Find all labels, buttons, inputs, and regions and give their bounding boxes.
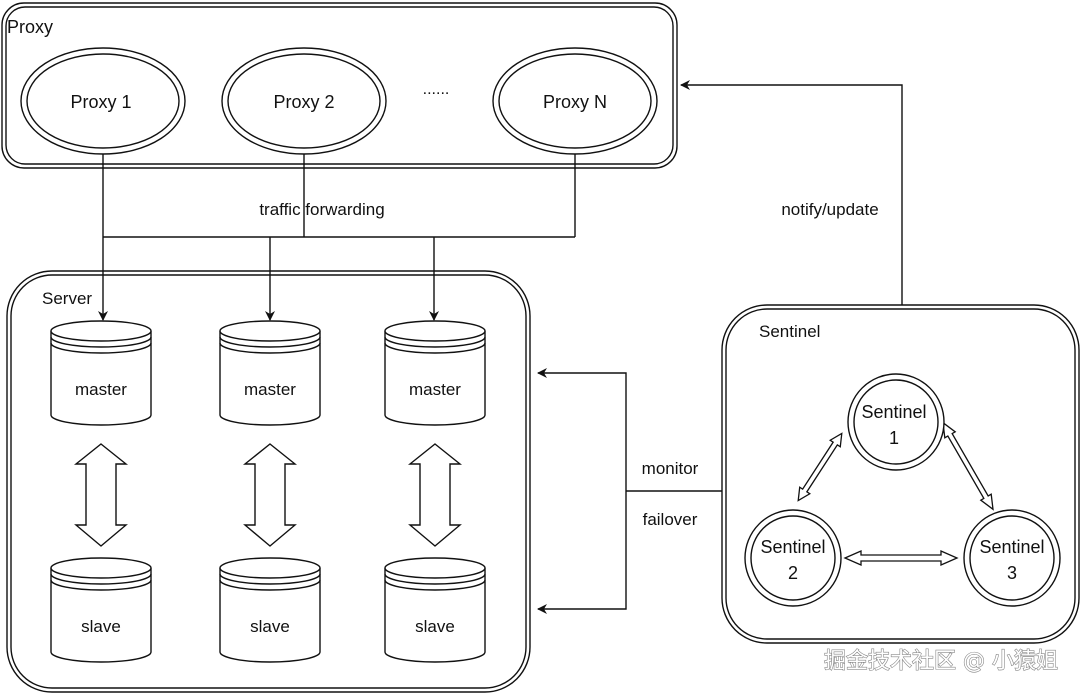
proxy-group[interactable]: Proxy (1, 2, 678, 169)
master-db-label: master (244, 380, 296, 399)
sentinel-node-number: 1 (889, 428, 899, 448)
sentinel-node-label: Sentinel (861, 402, 926, 422)
monitor-failover-connector (537, 368, 722, 614)
proxy-node-n[interactable]: Proxy N (492, 47, 658, 155)
watermark-text: 掘金技术社区 @ 小猿姐 (824, 649, 1058, 674)
notify-update-connector (680, 80, 903, 305)
slave-db-1[interactable]: slave (50, 557, 152, 663)
sentinel-link-2-3 (843, 550, 959, 566)
master-db-1[interactable]: master (50, 320, 152, 426)
slave-db-3[interactable]: slave (384, 557, 486, 663)
sentinel-node-3[interactable]: Sentinel 3 (963, 509, 1061, 607)
proxy-node-label: Proxy 1 (70, 92, 131, 112)
replication-arrow-3 (408, 443, 462, 547)
sentinel-group-title: Sentinel (759, 322, 820, 341)
proxy-node-2[interactable]: Proxy 2 (221, 47, 387, 155)
sentinel-node-number: 3 (1007, 563, 1017, 583)
master-db-label: master (75, 380, 127, 399)
monitor-label: monitor (642, 459, 699, 478)
proxy-node-label: Proxy 2 (273, 92, 334, 112)
sentinel-link-1-3 (942, 421, 994, 511)
slave-db-2[interactable]: slave (219, 557, 321, 663)
proxy-node-1[interactable]: Proxy 1 (20, 47, 186, 155)
master-db-label: master (409, 380, 461, 399)
sentinel-node-1[interactable]: Sentinel 1 (847, 373, 945, 471)
server-group-title: Server (42, 289, 92, 308)
proxy-group-title: Proxy (7, 17, 53, 37)
traffic-forwarding-label: traffic forwarding (259, 200, 384, 219)
slave-db-label: slave (81, 617, 121, 636)
sentinel-group[interactable]: Sentinel (721, 304, 1080, 644)
notify-update-label: notify/update (781, 200, 878, 219)
replication-arrow-1 (74, 443, 128, 547)
master-db-3[interactable]: master (384, 320, 486, 426)
proxy-ellipsis: ...... (423, 81, 450, 98)
proxy-node-label: Proxy N (543, 92, 607, 112)
failover-arrow (537, 491, 627, 614)
monitor-arrow (537, 368, 627, 491)
server-group[interactable]: Server (6, 270, 531, 693)
sentinel-node-label: Sentinel (979, 537, 1044, 557)
sentinel-node-2[interactable]: Sentinel 2 (744, 509, 842, 607)
slave-db-label: slave (415, 617, 455, 636)
sentinel-node-label: Sentinel (760, 537, 825, 557)
traffic-forwarding-connector (98, 154, 576, 321)
master-db-2[interactable]: master (219, 320, 321, 426)
sentinel-node-number: 2 (788, 563, 798, 583)
slave-db-label: slave (250, 617, 290, 636)
sentinel-link-1-2 (797, 432, 843, 502)
replication-arrow-2 (243, 443, 297, 547)
failover-label: failover (643, 510, 698, 529)
